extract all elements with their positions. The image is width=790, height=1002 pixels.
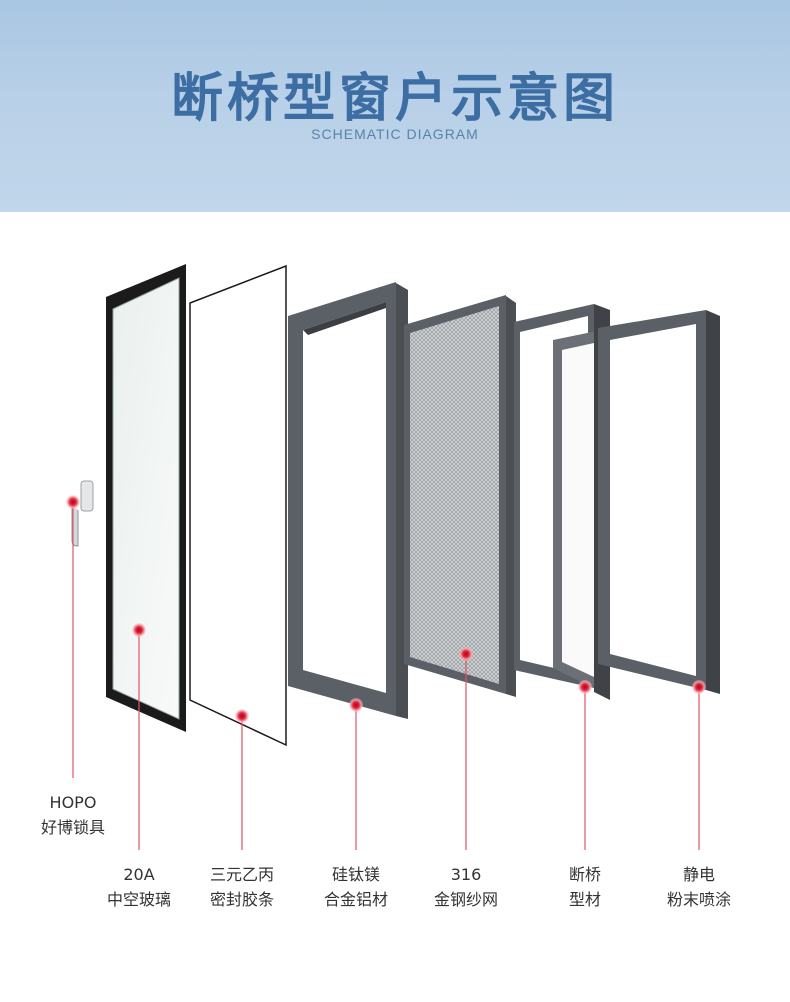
marker-dots	[66, 495, 706, 723]
label-alloy-line2: 合金铝材	[323, 890, 389, 909]
label-screen-line1: 316	[450, 865, 482, 884]
label-profile-line2: 型材	[568, 890, 602, 909]
marker-coating	[692, 680, 706, 694]
label-seal: 三元乙丙 密封胶条	[210, 862, 274, 912]
label-coating: 静电 粉末喷涂	[667, 862, 731, 912]
label-screen: 316 金钢纱网	[434, 862, 498, 912]
seal-panel	[189, 264, 287, 747]
glass-panel	[106, 264, 186, 732]
handle-hardware	[71, 480, 94, 547]
label-glass-line1: 20A	[123, 865, 155, 884]
screen-panel	[404, 295, 516, 697]
profile-panel	[514, 304, 610, 700]
label-alloy: 硅钛镁 合金铝材	[324, 862, 388, 912]
label-seal-line2: 密封胶条	[209, 890, 275, 909]
label-glass: 20A 中空玻璃	[107, 862, 171, 912]
marker-glass	[132, 623, 146, 637]
page-subtitle: SCHEMATIC DIAGRAM	[311, 126, 479, 142]
coating-panel	[598, 310, 720, 694]
header-banner: 断桥型窗户示意图 SCHEMATIC DIAGRAM	[0, 0, 790, 212]
marker-screen	[459, 647, 473, 661]
label-profile-line1: 断桥	[568, 865, 602, 884]
label-screen-line2: 金钢纱网	[433, 890, 499, 909]
label-profile: 断桥 型材	[569, 862, 601, 912]
label-handle-line1: HOPO	[49, 793, 97, 812]
marker-alloy	[349, 698, 363, 712]
label-coating-line1: 静电	[682, 865, 716, 884]
label-alloy-line1: 硅钛镁	[331, 865, 381, 884]
alloy-frame	[288, 282, 408, 719]
window-diagram: HOPO 好博锁具 20A 中空玻璃 三元乙丙 密封胶条 硅钛镁 合金铝材 31…	[0, 212, 790, 1002]
label-glass-line2: 中空玻璃	[106, 890, 172, 909]
marker-handle	[66, 495, 80, 509]
label-handle: HOPO 好博锁具	[41, 790, 105, 840]
label-seal-line1: 三元乙丙	[209, 865, 275, 884]
marker-profile	[578, 680, 592, 694]
marker-seal	[235, 709, 249, 723]
page-title: 断桥型窗户示意图	[170, 69, 619, 129]
label-handle-line2: 好博锁具	[40, 818, 106, 837]
leader-lines	[72, 502, 700, 850]
exploded-view	[66, 264, 720, 850]
label-coating-line2: 粉末喷涂	[666, 890, 732, 909]
